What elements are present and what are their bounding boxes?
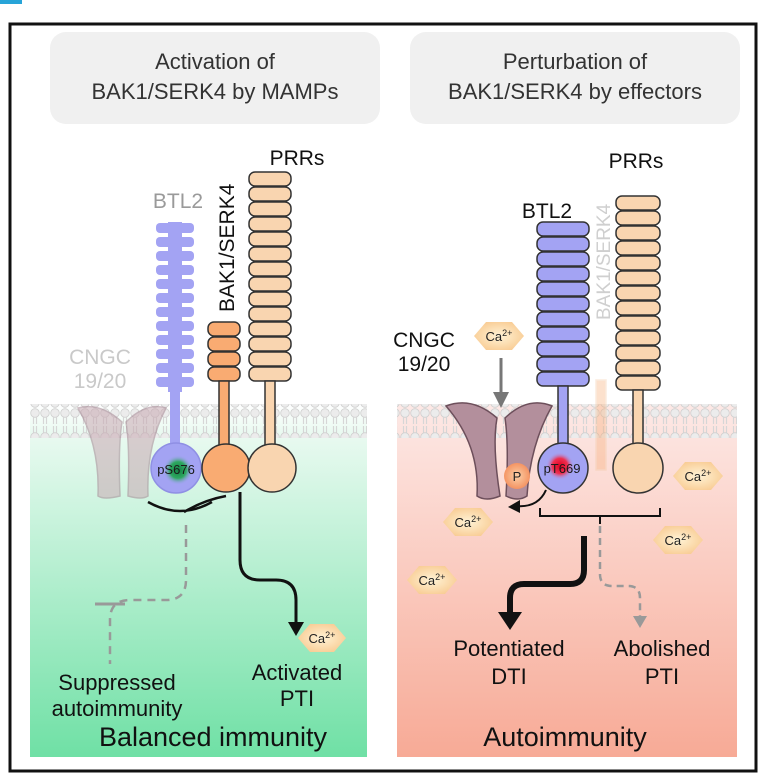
right-pti-dashed-arrow	[598, 526, 642, 618]
right-phosphate-bubble: P	[504, 463, 530, 489]
right-calcium-ion-2: Ca2+	[407, 566, 457, 594]
left-outcome-suppressed-line1: Suppressed	[58, 670, 175, 695]
left-prrs-receptor	[247, 171, 297, 493]
svg-text:Ca2+: Ca2+	[419, 572, 446, 588]
right-gray-arrowhead	[493, 392, 509, 408]
left-bak1-label: BAK1/SERK4	[216, 183, 239, 312]
right-cngc-label-line2: 19/20	[398, 353, 451, 376]
left-phospho-site: pS676	[157, 462, 195, 477]
right-outcome-potentiated-line1: Potentiated	[453, 636, 564, 661]
left-btl2-label: BTL2	[153, 190, 203, 213]
right-calcium-ion-1: Ca2+	[443, 508, 493, 536]
svg-text:Ca2+: Ca2+	[665, 532, 692, 548]
right-calcium-ion-4: Ca2+	[653, 526, 703, 554]
right-outcome-abolished-line2: PTI	[645, 664, 679, 689]
left-calcium-ion: Ca2+	[298, 624, 346, 652]
left-prrs-label: PRRs	[270, 147, 325, 170]
left-activation-arrowhead	[288, 622, 304, 636]
left-header-line2: BAK1/SERK4 by MAMPs	[92, 79, 339, 104]
right-prrs-receptor	[612, 195, 664, 494]
left-cngc-label-line1: CNGC	[69, 346, 131, 369]
left-bak1-coreceptor	[201, 321, 251, 493]
svg-text:Ca2+: Ca2+	[486, 328, 513, 344]
right-header-line1: Perturbation of	[503, 49, 648, 74]
right-pti-dashed-arrowhead	[633, 616, 647, 628]
right-outcome-abolished-line1: Abolished	[614, 636, 711, 661]
right-panel: Perturbation of BAK1/SERK4 by effectors …	[393, 32, 740, 757]
left-inhibition-bracket	[147, 494, 227, 514]
left-header-box	[50, 32, 380, 124]
right-outcome-potentiated-line2: DTI	[491, 664, 526, 689]
right-footer-label: Autoimmunity	[483, 722, 647, 752]
left-outcome-activated-line1: Activated	[252, 660, 343, 685]
right-cngc-label-line1: CNGC	[393, 329, 455, 352]
left-footer-label: Balanced immunity	[99, 722, 328, 752]
right-bak1-coreceptor-faded	[595, 379, 607, 471]
right-phosphorylation-arrowhead	[508, 500, 520, 513]
svg-text:P: P	[513, 469, 522, 484]
right-bak1-label: BAK1/SERK4	[594, 203, 615, 320]
left-outcome-activated-line2: PTI	[280, 686, 314, 711]
right-dti-arrowhead	[498, 612, 522, 630]
right-prrs-label: PRRs	[609, 150, 664, 173]
right-header-line2: BAK1/SERK4 by effectors	[448, 79, 702, 104]
right-dti-arrow	[507, 536, 587, 616]
left-outcome-suppressed-line2: autoimmunity	[52, 696, 183, 721]
svg-text:Ca2+: Ca2+	[309, 630, 336, 646]
corner-accent	[0, 0, 22, 4]
left-cngc-channel	[76, 405, 168, 499]
svg-text:Ca2+: Ca2+	[455, 514, 482, 530]
left-btl2-receptor	[150, 222, 202, 494]
right-phospho-site: pT669	[544, 461, 581, 476]
right-header-box	[410, 32, 740, 124]
right-calcium-ion-top: Ca2+	[474, 322, 524, 350]
right-btl2-label: BTL2	[522, 200, 572, 223]
right-complex-bracket	[539, 508, 661, 524]
left-activation-arrow	[238, 492, 298, 626]
left-cngc-label-line2: 19/20	[74, 370, 127, 393]
left-panel: Activation of BAK1/SERK4 by MAMPs CNGC 1…	[30, 32, 380, 757]
left-dashed-inhibition	[108, 525, 188, 664]
svg-text:Ca2+: Ca2+	[685, 468, 712, 484]
right-calcium-ion-3: Ca2+	[673, 462, 723, 490]
right-btl2-receptor	[536, 221, 590, 494]
left-header-line1: Activation of	[155, 49, 276, 74]
